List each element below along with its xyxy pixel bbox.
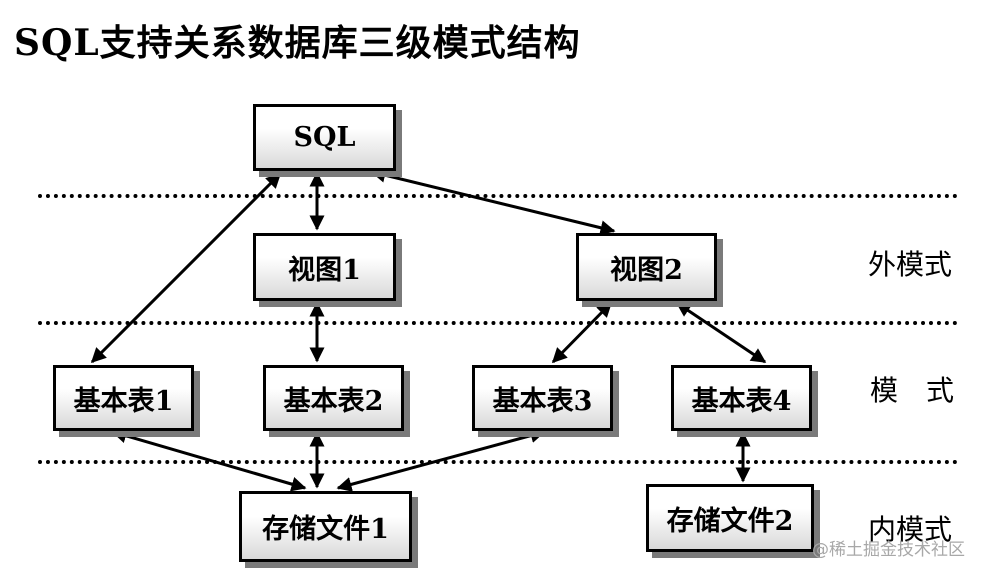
level-label-conceptual: 模 式	[870, 374, 955, 407]
node-view1: 视图1	[253, 233, 396, 301]
node-storage2: 存储文件2	[646, 484, 814, 552]
node-sql: SQL	[253, 104, 396, 171]
diagram-title: SQL支持关系数据库三级模式结构	[14, 22, 581, 64]
link-view2-table3	[551, 301, 613, 364]
node-table4: 基本表4	[671, 365, 812, 431]
link-sql-view2	[370, 167, 616, 236]
node-table1: 基本表1	[53, 365, 194, 431]
watermark: @稀土掘金技术社区	[812, 540, 965, 560]
link-view2-table4	[675, 301, 767, 364]
level-label-external: 外模式	[868, 248, 953, 281]
node-table2: 基本表2	[263, 365, 404, 431]
node-storage1: 存储文件1	[239, 491, 412, 562]
node-view2: 视图2	[576, 233, 717, 301]
node-table3: 基本表3	[472, 365, 613, 431]
link-sql-table1	[90, 172, 282, 364]
separator-conceptual	[38, 321, 958, 325]
link-table1-storage1	[111, 428, 307, 492]
level-label-internal: 内模式	[868, 513, 953, 546]
link-table3-storage1	[336, 428, 546, 492]
